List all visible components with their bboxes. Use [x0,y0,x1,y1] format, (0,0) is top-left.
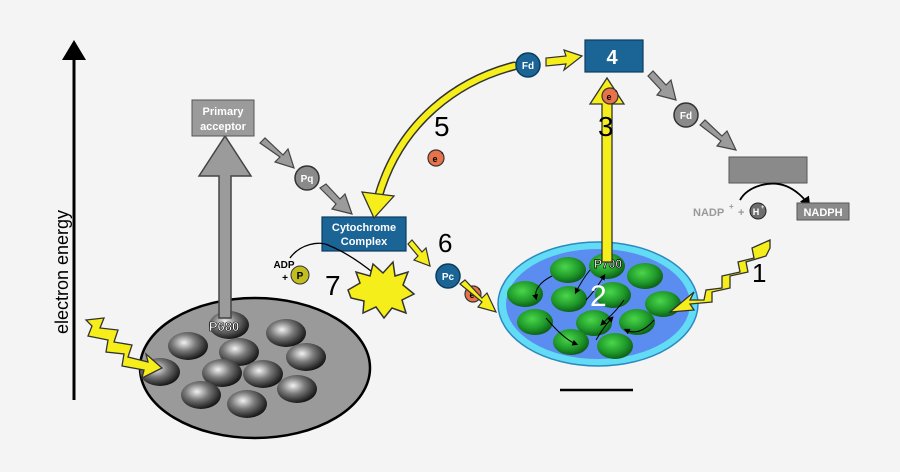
adp-label: ADP [273,260,294,271]
arrow-4-to-fd-linear [647,70,677,101]
phosphate-label: P [297,271,304,282]
nadp-plus: + [738,207,744,219]
arrow-cytochrome-to-pc [407,239,431,267]
electron-pc-charge: - [478,286,481,293]
cytochrome-line2: Complex [341,236,388,248]
p700-label: P700 [594,257,622,271]
h-label: H [753,207,760,217]
fd-linear-label: Fd [680,111,692,122]
electron-free-charge: - [441,150,444,157]
cyclic-return-arrowhead [360,191,396,220]
fd-cyclic-label: Fd [522,61,534,72]
energy-axis-label: electron energy [52,210,72,334]
cytochrome-complex: Cytochrome Complex [321,216,407,252]
adp-phosphate: ADP + P [273,260,310,285]
step-2: 2 [590,280,607,313]
nadp-label: NADP [693,207,724,219]
primary-acceptor-line2: acceptor [200,121,247,133]
step-5: 5 [434,111,450,142]
primary-acceptor: Primary acceptor [191,99,255,137]
atp-burst [347,260,416,320]
electron-free-label: e [432,154,437,164]
pq-label: Pq [301,174,314,185]
step-6: 6 [438,228,452,258]
nadp-curve-arrow [739,182,811,208]
pc-label: Pc [442,272,455,283]
ferredoxin-linear: Fd [673,102,699,128]
h-sup: + [761,205,765,211]
plastocyanin: Pc [435,263,461,289]
step-7: 7 [325,270,341,301]
primary-acceptor-line1: Primary [203,106,245,118]
electron-up-label: e [606,92,611,102]
electron-pc-label: e [469,290,474,300]
step-1: 1 [752,258,766,288]
nadp-reductase [728,156,808,184]
arrow-p680-to-acceptor [197,134,253,319]
electron-free: e - [427,149,445,167]
nadph-label: NADPH [803,207,842,219]
arrow-pc-to-ps1 [459,279,498,313]
electron-up: e - [601,87,619,105]
arrow-p700-to-4 [588,76,626,263]
light-bolt-ps1 [668,238,771,313]
plastoquinone: Pq [294,165,320,191]
box-4: 4 [584,39,644,73]
step-3: 3 [598,111,614,142]
cytochrome-line1: Cytochrome [332,222,396,234]
adp-plus: + [282,273,288,284]
arrow-fd-to-reductase [699,119,738,151]
arrow-pq-to-cytochrome [319,183,353,215]
ferredoxin-cyclic: Fd [515,52,541,78]
photosystem-i: 2 P700 [497,241,699,367]
photosystem-ii: P680 [138,296,372,440]
light-bolt-ps2 [84,317,164,380]
p680-label: P680 [209,319,239,334]
energy-axis: electron energy [52,40,86,400]
energy-transfer-arrows [532,269,655,346]
electron-up-charge: - [615,88,618,95]
nadp-reaction: NADP + + H + NADPH [693,182,850,221]
box-4-label: 4 [606,47,618,69]
arrow-acceptor-to-pq [259,137,295,169]
adp-curve-arrow [289,242,379,277]
arrow-4-to-fd [545,49,584,72]
nadp-sup: + [729,202,734,211]
